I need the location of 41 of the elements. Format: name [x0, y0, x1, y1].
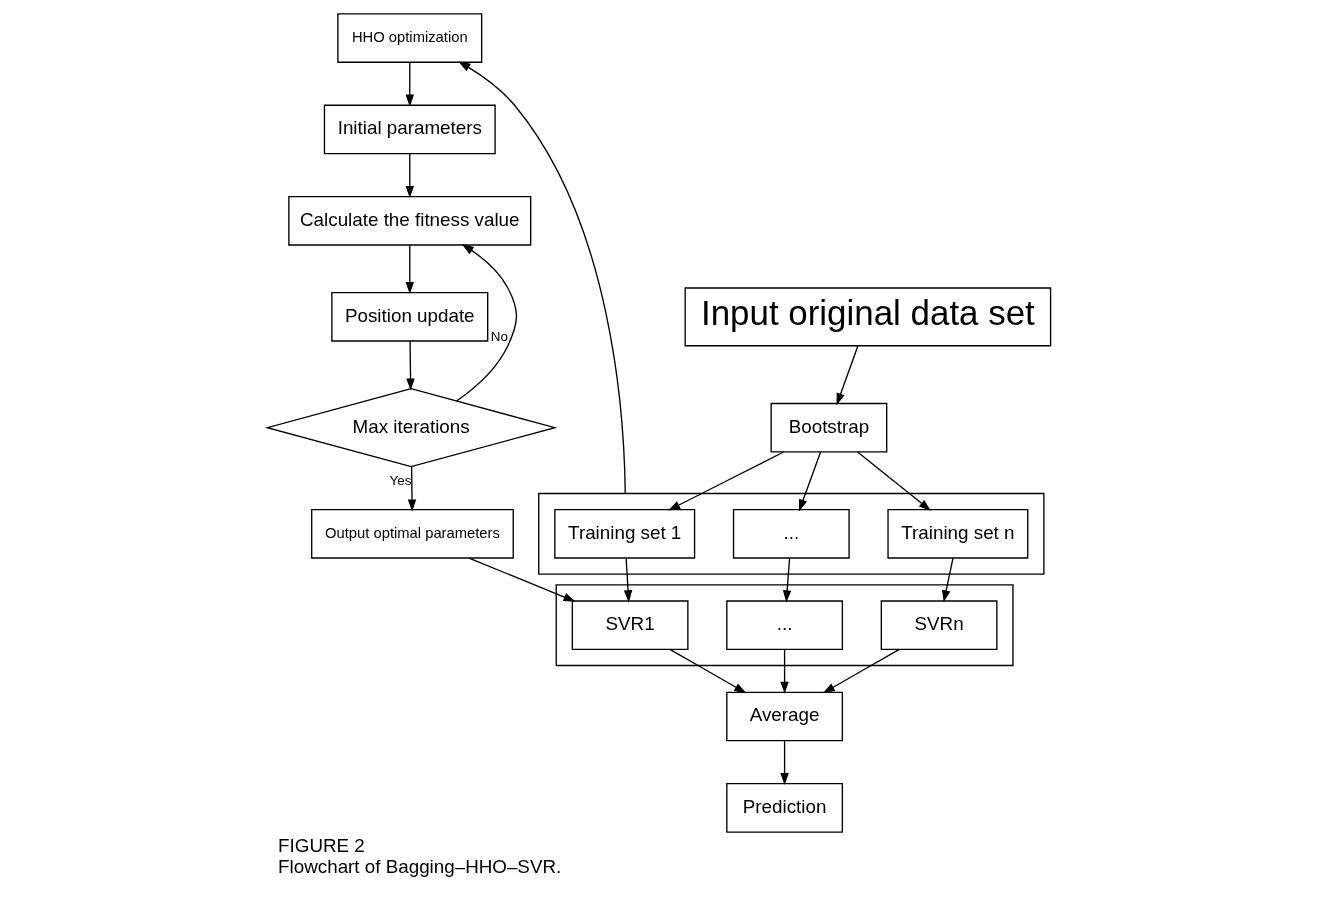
edge-label: No: [490, 329, 508, 345]
node-box: Initial parameters: [323, 104, 496, 155]
node-box: Training set n: [887, 508, 1029, 559]
node-box: HHO optimization: [337, 13, 483, 63]
node-diamond: Max iterations: [264, 388, 558, 468]
arrow: [455, 244, 518, 402]
cluster: [538, 492, 1045, 575]
node-box: Input original data set: [684, 287, 1052, 347]
arrow: [782, 557, 792, 603]
arrow: [780, 740, 789, 786]
edge-label: Yes: [389, 472, 412, 488]
node-box: Average: [726, 691, 844, 742]
node-box: Prediction: [726, 783, 844, 833]
arrow: [942, 557, 954, 603]
arrow: [822, 648, 900, 694]
arrow: [468, 557, 576, 602]
arrow: [669, 648, 747, 694]
arrow: [668, 451, 785, 511]
arrow: [405, 62, 414, 107]
arrow: [406, 340, 415, 391]
arrow: [405, 153, 414, 199]
node-box: Output optimal parameters: [311, 508, 514, 559]
arrow: [856, 451, 931, 511]
caption: Flowchart of Bagging–HHO–SVR.: [278, 855, 562, 877]
node-box: ...: [726, 600, 844, 650]
arrow: [405, 244, 414, 295]
node-box: Bootstrap: [770, 402, 888, 453]
diagram-title: FIGURE 2: [278, 835, 365, 857]
arrow: [458, 61, 626, 495]
arrow: [623, 557, 633, 603]
node-box: ...: [732, 508, 850, 559]
node-box: SVRn: [880, 600, 998, 650]
arrow: [836, 345, 859, 406]
node-box: Calculate the fitness value: [288, 195, 532, 246]
node-box: Training set 1: [554, 508, 696, 559]
node-box: Position update: [331, 292, 489, 342]
arrow: [407, 466, 417, 512]
node-box: SVR1: [571, 600, 689, 650]
arrow: [780, 649, 789, 694]
cluster: [555, 584, 1014, 667]
arrow: [798, 451, 822, 512]
